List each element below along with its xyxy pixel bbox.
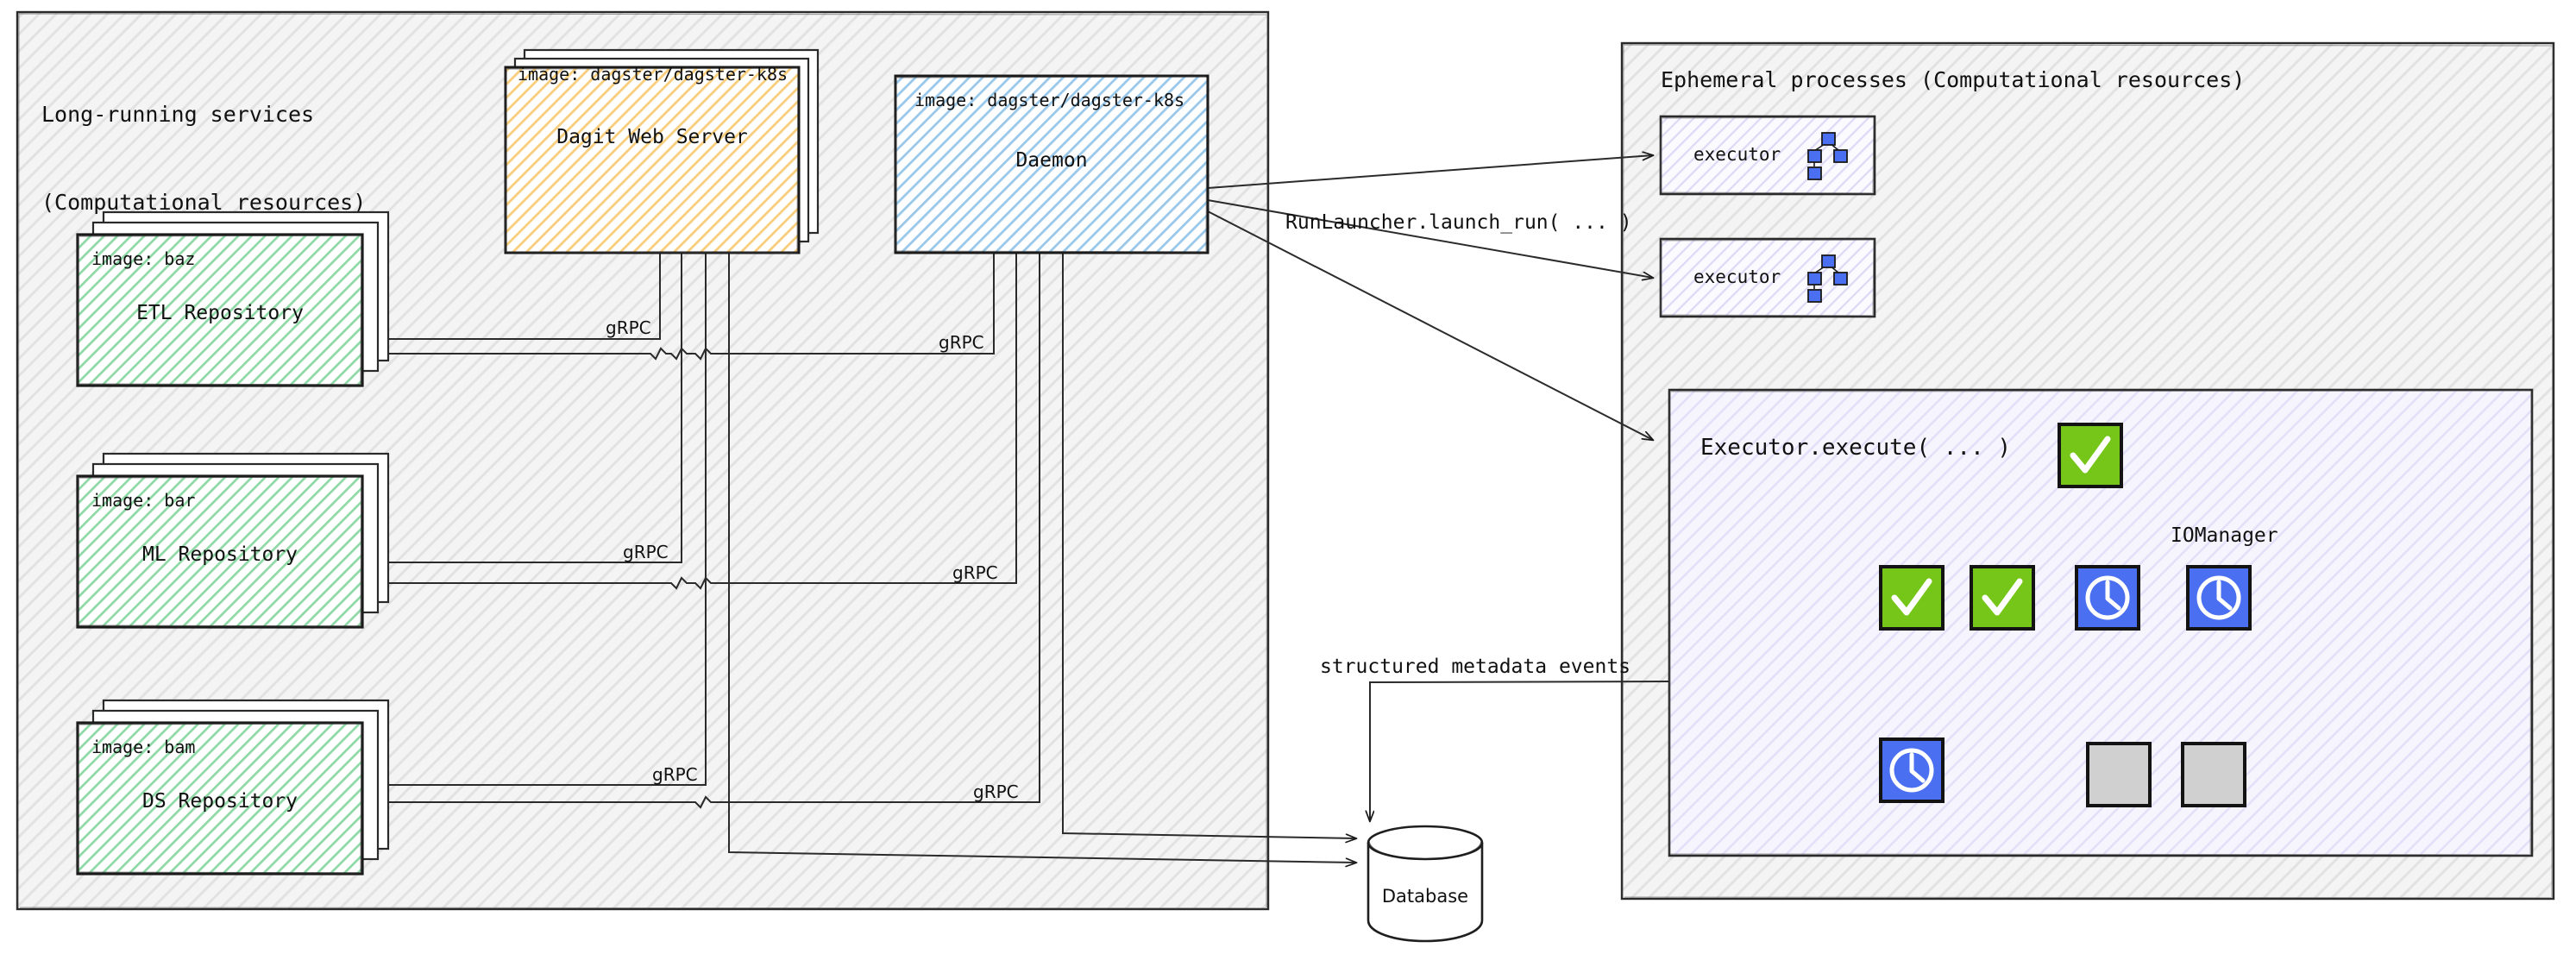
run-launcher-connectors (1207, 155, 1653, 440)
run-launcher-label: RunLauncher.launch_run( ... ) (1285, 211, 1632, 234)
database-connectors (728, 253, 1356, 863)
grpc-connectors (367, 253, 1040, 809)
executor-2-label: executor (1693, 267, 1781, 287)
panel-long-running-label: Long-running services (Computational res… (41, 41, 366, 276)
dag-node-success[interactable] (2058, 423, 2125, 490)
dag-node-running[interactable] (2075, 565, 2142, 632)
grpc-label-dagit-ds: gRPC (652, 764, 698, 785)
structured-metadata-connector (1370, 681, 1670, 821)
ml-title: ML Repository (141, 543, 298, 566)
io-manager-label: IOManager (2171, 524, 2278, 547)
dag-node-running[interactable] (1879, 737, 1946, 805)
grpc-label-daemon-ds: gRPC (973, 781, 1019, 802)
grpc-label-dagit-etl: gRPC (606, 317, 651, 338)
daemon-title: Daemon (1015, 149, 1088, 172)
grpc-label-daemon-etl: gRPC (939, 332, 984, 353)
structured-metadata-label: structured metadata events (1320, 656, 1631, 678)
dag-icon (1807, 254, 1848, 303)
grpc-label-daemon-ml: gRPC (952, 562, 998, 583)
ml-image-label: image: bar (91, 490, 196, 511)
panel-long-running-label-line1: Long-running services (41, 102, 315, 127)
daemon[interactable]: image: dagster/dagster-k8s Daemon (894, 74, 1209, 254)
dag-node-success[interactable] (1879, 565, 1946, 632)
grpc-label-dagit-ml: gRPC (623, 542, 669, 562)
dag-node-queued[interactable] (2181, 742, 2248, 809)
dagit-title: Dagit Web Server (556, 126, 748, 148)
database[interactable]: Database (1363, 824, 1492, 945)
ds-title: DS Repository (141, 790, 298, 813)
ml-repository[interactable]: image: bar ML Repository (76, 452, 390, 629)
executor-box-1[interactable]: executor (1659, 115, 1876, 196)
database-label: Database (1381, 886, 1469, 907)
executor-box-2[interactable]: executor (1659, 237, 1876, 318)
dag-node-success[interactable] (1970, 565, 2037, 632)
dag-node-running[interactable] (2186, 565, 2253, 632)
ds-image-label: image: bam (91, 737, 196, 757)
ds-repository[interactable]: image: bam DS Repository (76, 699, 390, 876)
panel-long-running-label-line2: (Computational resources) (41, 190, 367, 215)
dag-icon (1807, 132, 1848, 180)
dag-node-queued[interactable] (2086, 742, 2153, 809)
etl-title: ETL Repository (136, 302, 304, 324)
executor-execute-label: Executor.execute( ... ) (1700, 435, 2012, 461)
etl-image-label: image: baz (91, 248, 196, 269)
panel-ephemeral-label: Ephemeral processes (Computational resou… (1661, 67, 2246, 92)
dagit-web-server[interactable]: image: dagster/dagster-k8s Dagit Web Ser… (504, 48, 820, 254)
executor-1-label: executor (1693, 144, 1781, 165)
etl-repository[interactable]: image: baz ETL Repository (76, 210, 390, 387)
daemon-image-label: image: dagster/dagster-k8s (914, 90, 1185, 110)
dagit-image-label: image: dagster/dagster-k8s (518, 64, 789, 85)
